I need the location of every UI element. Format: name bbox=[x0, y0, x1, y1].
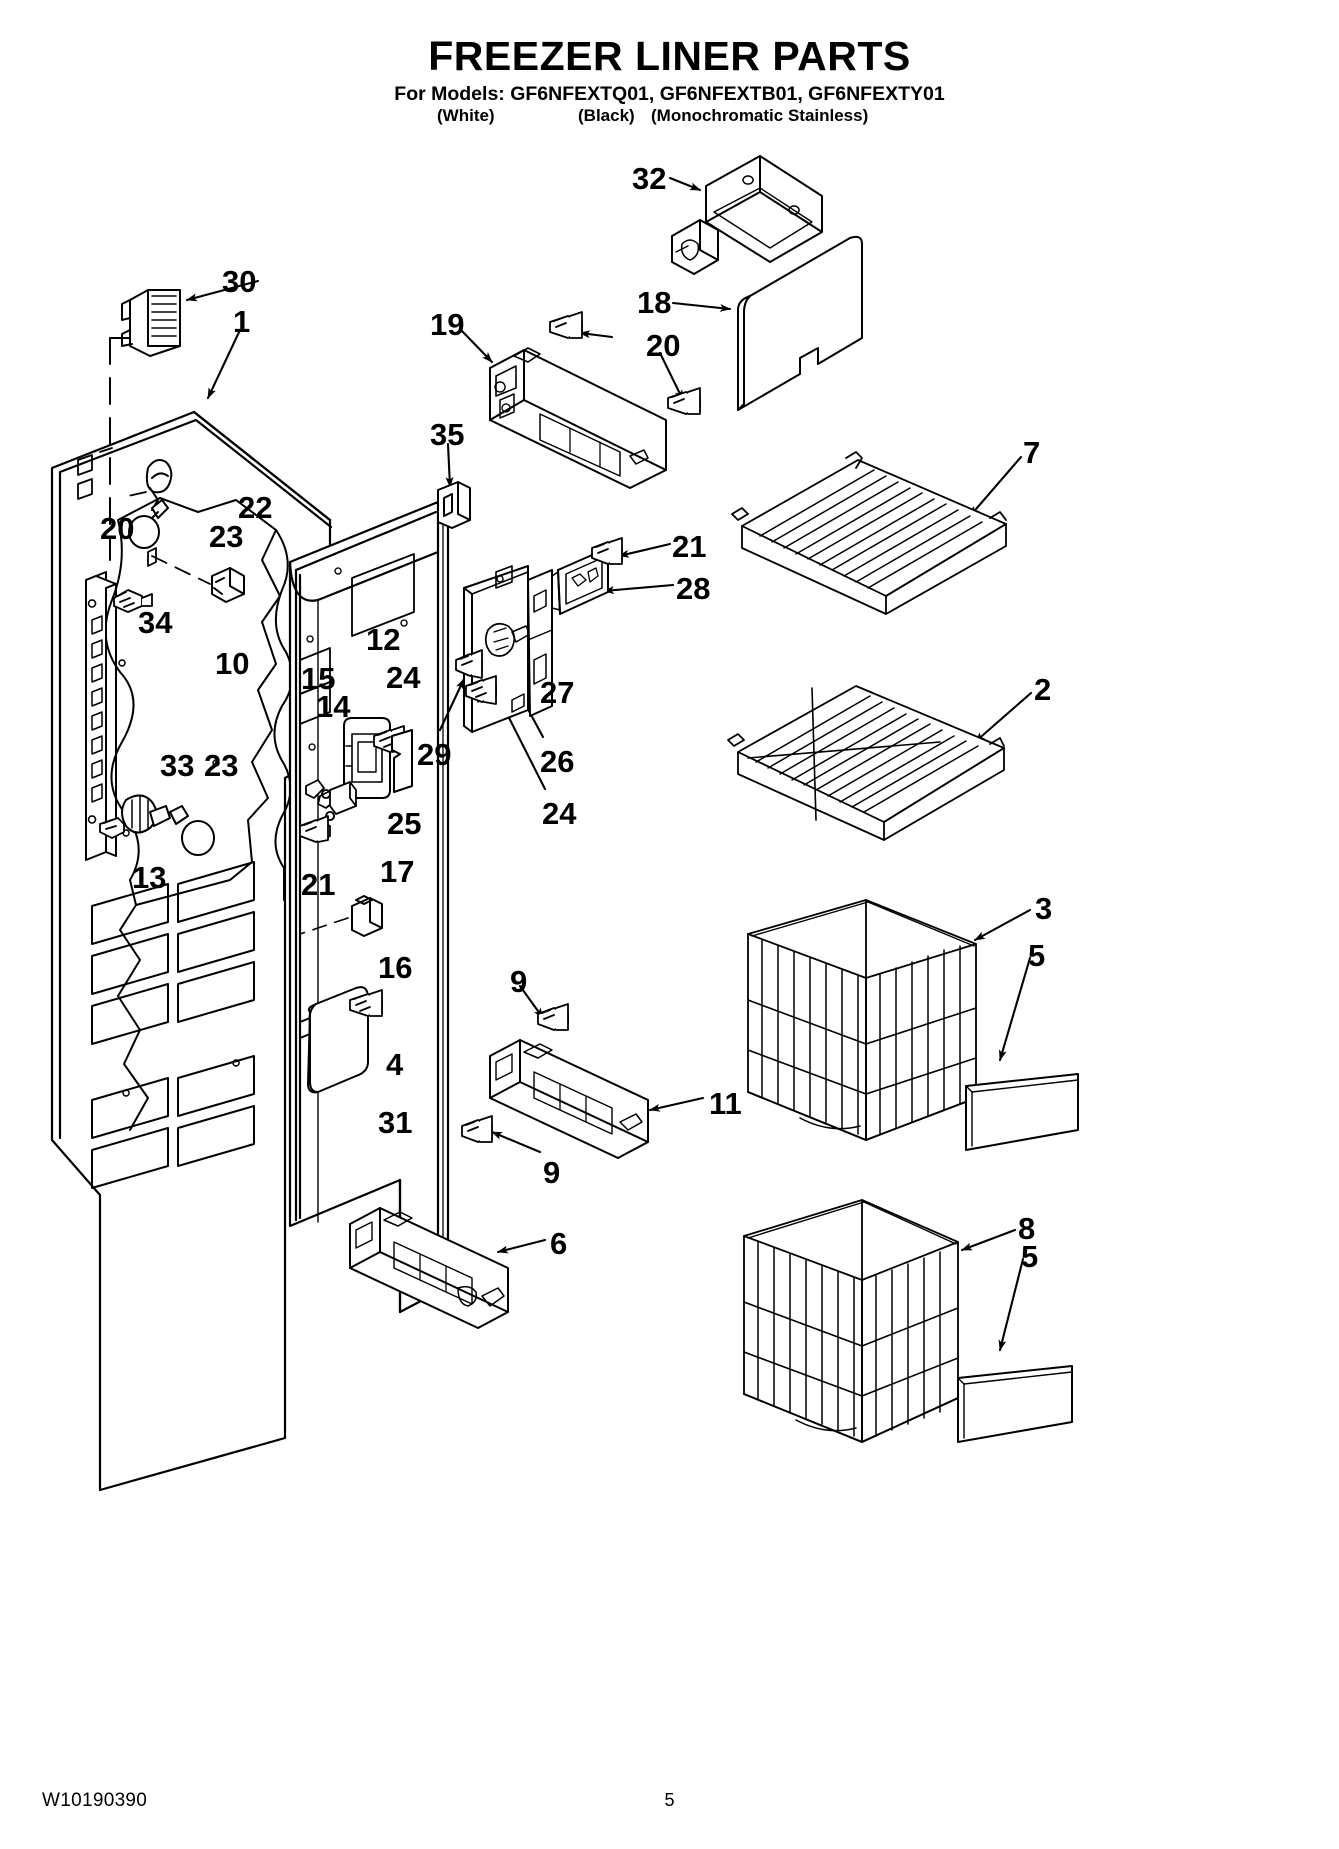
part-6-bottom-rail bbox=[349, 1207, 509, 1329]
part-26-bracket bbox=[527, 569, 553, 717]
callout-number-24: 24 bbox=[542, 796, 577, 831]
part-screw-left bbox=[99, 817, 125, 839]
callout-number-32: 32 bbox=[632, 161, 667, 196]
part-18-end-cap bbox=[737, 235, 863, 411]
part-2-wire-shelf bbox=[727, 685, 1005, 841]
callout-number-9: 9 bbox=[510, 964, 528, 999]
footer-page-number: 5 bbox=[664, 1790, 675, 1810]
callout-number-21: 21 bbox=[301, 867, 336, 902]
part-17-clip bbox=[329, 781, 357, 815]
part-8-wire-basket-lower bbox=[743, 1199, 959, 1443]
callout-number-20: 20 bbox=[646, 328, 681, 363]
part-35-bracket bbox=[437, 481, 471, 529]
part-10-shelf-clip bbox=[211, 567, 245, 603]
part-31-light-shield bbox=[299, 986, 369, 1094]
part-9-screw-lower bbox=[461, 1115, 493, 1143]
callout-number-11: 11 bbox=[709, 1086, 742, 1121]
part-21-screw-upper bbox=[591, 537, 623, 565]
callout-number-30: 30 bbox=[222, 264, 257, 299]
callout-number-34: 34 bbox=[138, 605, 173, 640]
part-7-wire-shelf bbox=[731, 451, 1007, 615]
page-footer: W10190390 5 bbox=[0, 1790, 1339, 1820]
footer-part-code: W10190390 bbox=[42, 1790, 148, 1811]
callout-number-21: 21 bbox=[672, 529, 707, 564]
callout-number-10: 10 bbox=[215, 646, 250, 681]
models-line: For Models: GF6NFEXTQ01, GF6NFEXTB01, GF… bbox=[394, 83, 945, 105]
part-9-screw-upper bbox=[537, 1003, 569, 1031]
part-5-basket-panel-lower bbox=[957, 1365, 1073, 1443]
part-23-light-bulb bbox=[128, 499, 169, 549]
part-34-shelf-ladder bbox=[85, 571, 117, 861]
part-3-wire-basket-upper bbox=[747, 899, 977, 1141]
part-15-clip bbox=[305, 779, 325, 799]
callout-number-9: 9 bbox=[543, 1155, 561, 1190]
color-black-label: (Black) bbox=[578, 106, 635, 125]
part-16-switch bbox=[351, 895, 383, 937]
part-4-screw bbox=[349, 989, 383, 1017]
part-32-top-trim bbox=[671, 155, 823, 275]
callout-number-5: 5 bbox=[1028, 938, 1046, 973]
callout-number-27: 27 bbox=[540, 675, 575, 710]
callout-number-35: 35 bbox=[430, 417, 465, 452]
callout-number-22: 22 bbox=[238, 490, 273, 525]
part-25-bracket bbox=[391, 729, 413, 793]
part-27-control-assembly bbox=[463, 565, 531, 733]
callout-number-4: 4 bbox=[386, 1047, 404, 1082]
callout-number-5: 5 bbox=[1021, 1239, 1039, 1274]
part-20-screw-b bbox=[549, 311, 583, 339]
callout-number-19: 19 bbox=[430, 307, 465, 342]
part-33-socket bbox=[121, 794, 171, 834]
part-21-screw-lower bbox=[299, 815, 331, 843]
colors-line: (White) (Black) (Monochromatic Stainless… bbox=[0, 106, 1339, 126]
callout-number-7: 7 bbox=[1023, 435, 1041, 470]
callout-number-24: 24 bbox=[386, 660, 421, 695]
callout-number-16: 16 bbox=[378, 950, 413, 985]
page-title: FREEZER LINER PARTS bbox=[428, 33, 911, 79]
part-30-connector bbox=[121, 289, 181, 357]
page-header: FREEZER LINER PARTS For Models: GF6NFEXT… bbox=[0, 34, 1339, 126]
part-24-screw-lower bbox=[465, 675, 497, 705]
callout-number-29: 29 bbox=[417, 737, 452, 772]
part-13-bulb bbox=[169, 805, 215, 856]
callout-number-14: 14 bbox=[316, 689, 351, 724]
part-5-basket-panel-upper bbox=[965, 1073, 1079, 1151]
callout-number-2: 2 bbox=[1034, 672, 1052, 707]
color-stainless-label: (Monochromatic Stainless) bbox=[651, 106, 869, 125]
callout-number-23: 23 bbox=[209, 519, 244, 554]
part-19-rail-assembly bbox=[489, 347, 667, 489]
callout-number-33: 33 bbox=[160, 748, 195, 783]
callout-number-23: 23 bbox=[204, 748, 239, 783]
callout-number-6: 6 bbox=[550, 1226, 568, 1261]
callout-number-13: 13 bbox=[132, 860, 167, 895]
part-29-screw bbox=[455, 649, 483, 679]
callout-number-25: 25 bbox=[387, 806, 422, 841]
callout-number-15: 15 bbox=[301, 661, 336, 696]
part-20-screw-a bbox=[113, 589, 153, 613]
color-white-label: (White) bbox=[437, 106, 495, 125]
callout-number-12: 12 bbox=[366, 622, 401, 657]
callout-number-18: 18 bbox=[637, 285, 672, 320]
callout-number-8: 8 bbox=[1018, 1211, 1036, 1246]
callout-number-17: 17 bbox=[380, 854, 415, 889]
callout-number-20: 20 bbox=[100, 511, 135, 546]
part-20-screw-c bbox=[667, 387, 701, 415]
callout-number-1: 1 bbox=[233, 304, 251, 339]
part-freezer-liner bbox=[50, 410, 333, 1492]
callout-number-3: 3 bbox=[1035, 891, 1053, 926]
callout-number-26: 26 bbox=[540, 744, 575, 779]
callout-number-28: 28 bbox=[676, 571, 711, 606]
callout-number-31: 31 bbox=[378, 1105, 413, 1140]
part-11-divider-rail bbox=[489, 1039, 649, 1159]
